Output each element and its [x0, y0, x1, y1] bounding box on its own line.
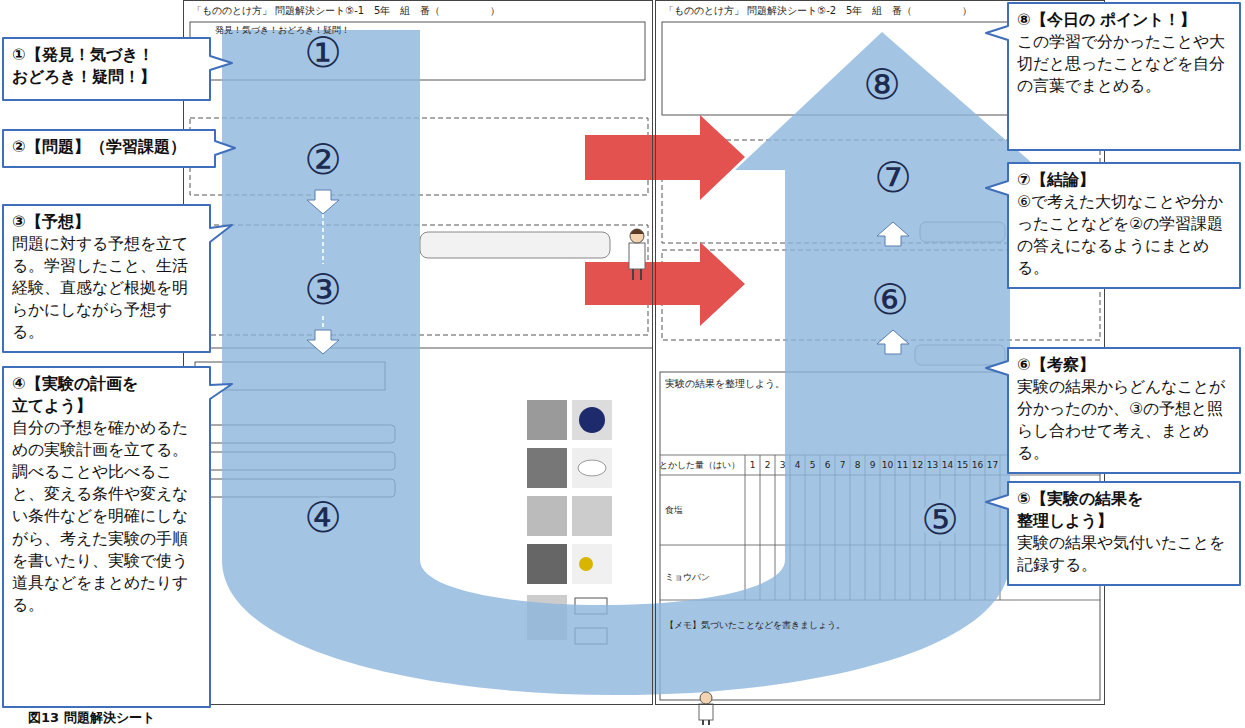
table-number: 6 — [825, 460, 831, 471]
callout-heading: ⑧【今日の ポイント！】 — [1017, 9, 1232, 31]
figure-body — [699, 704, 713, 720]
flow-dash — [322, 214, 324, 264]
figure-leg — [702, 720, 704, 725]
sheet-label: 【メモ】気づいたことなどを書きましょう。 — [665, 620, 845, 631]
photo-detail — [578, 460, 606, 476]
teacher-figure — [699, 692, 713, 725]
table-rule — [745, 455, 746, 600]
flow-dash — [322, 316, 324, 330]
callout-shape — [3, 130, 235, 167]
step-number: ④ — [304, 497, 342, 539]
callout-box: ⑤【実験の結果を 整理しよう】実験の結果や気付いたことを記録する。 — [1008, 482, 1240, 585]
callout-shape — [986, 163, 1240, 288]
table-number: 15 — [957, 460, 968, 471]
callout-heading: ⑥【考察】 — [1017, 354, 1232, 376]
down-arrow — [307, 190, 339, 214]
teacher-figure — [629, 229, 645, 280]
photo — [527, 544, 567, 584]
photo — [527, 496, 567, 536]
step-number: ⑧ — [863, 64, 901, 106]
step-number: ⑦ — [874, 157, 912, 199]
step-number: ② — [304, 139, 342, 181]
step-number: ① — [304, 32, 342, 74]
callout-box: ⑧【今日の ポイント！】この学習で分かったことや大切だと思ったことなどを自分の言… — [1008, 3, 1240, 150]
table-number: 17 — [987, 460, 998, 471]
photo — [572, 544, 612, 584]
callout-box: ⑦【結論】⑥で考えた大切なことや分かったことなどを②の学習課題の答えになるように… — [1008, 163, 1240, 288]
callout-body: 自分の予想を確かめるための実験計画を立てる。調べることや比べること、変える条件や… — [12, 417, 202, 616]
callout-heading: ③【予想】 — [12, 211, 202, 233]
callout-body: 問題に対する予想を立てる。学習したこと、生活経験、直感など根拠を明らかにしながら… — [12, 233, 202, 343]
figure-hair — [630, 229, 644, 234]
table-number: 16 — [972, 460, 983, 471]
table-number: 7 — [840, 460, 846, 471]
photo-detail — [579, 557, 593, 571]
sheet-label: ミョウバン — [665, 572, 710, 583]
photo-detail — [579, 407, 605, 433]
photo — [527, 400, 567, 440]
callout-body: この学習で分かったことや大切だと思ったことなどを自分の言葉でまとめる。 — [1017, 31, 1232, 97]
table-rule — [760, 455, 761, 600]
table-number: 9 — [870, 460, 876, 471]
callout-shape — [3, 38, 232, 100]
callout-shape — [986, 482, 1240, 585]
callout-heading: ④【実験の計画を 立てよう】 — [12, 373, 202, 417]
callout-box: ②【問題】（学習課題） — [3, 130, 215, 167]
table-number: 12 — [912, 460, 923, 471]
down-arrow — [307, 330, 339, 354]
figure-caption: 図13 問題解決シート — [28, 709, 155, 727]
step-number: ③ — [304, 269, 342, 311]
table-number: 2 — [765, 460, 771, 471]
up-arrow — [877, 222, 909, 246]
table-number: 13 — [927, 460, 938, 471]
figure-leg — [632, 269, 634, 280]
sheet-header: 「もののとけ方」 問題解決シート⑤-1 5年 組 番（ ） — [184, 1, 652, 21]
red-arrow — [585, 115, 745, 200]
figure-head — [700, 692, 712, 704]
figure-leg — [640, 269, 642, 280]
red-arrow — [585, 242, 745, 326]
figure-leg — [708, 720, 710, 725]
table-number: 1 — [750, 460, 756, 471]
callout-body: 実験の結果からどんなことが分かったのか、③の予想と照らし合わせて考え、まとめる。 — [1017, 376, 1232, 464]
callout-body: ⑥で考えた大切なことや分かったことなどを②の学習課題の答えになるようにまとめる。 — [1017, 191, 1232, 279]
callout-shape — [3, 367, 232, 707]
sheet-label: 発見！気づき！おどろき！疑問！ — [215, 25, 350, 36]
table-number: 3 — [780, 460, 786, 471]
callout-box: ③【予想】問題に対する予想を立てる。学習したこと、生活経験、直感など根拠を明らか… — [3, 205, 210, 352]
sheet-label: とかした量（はい） — [659, 460, 740, 470]
callout-box: ⑥【考察】実験の結果からどんなことが分かったのか、③の予想と照らし合わせて考え、… — [1008, 348, 1240, 473]
callout-shape — [986, 3, 1240, 150]
table-number: 5 — [810, 460, 816, 471]
figure-body — [629, 243, 645, 269]
u-arrow — [222, 30, 1040, 695]
table-number: 14 — [942, 460, 953, 471]
step-number: ⑤ — [921, 499, 959, 541]
table-number: 11 — [897, 460, 908, 471]
photo — [572, 400, 612, 440]
callout-box: ①【発見！気づき！ おどろき！疑問！】 — [3, 38, 210, 100]
sheet-label: 食塩 — [665, 505, 683, 516]
photo — [572, 448, 612, 488]
photo — [527, 448, 567, 488]
callout-heading: ①【発見！気づき！ おどろき！疑問！】 — [12, 44, 202, 88]
callout-heading: ②【問題】（学習課題） — [12, 136, 207, 158]
table-number: 10 — [882, 460, 893, 471]
callout-shape — [3, 205, 232, 352]
worksheet: 「もののとけ方」 問題解決シート⑤-1 5年 組 番（ ） — [183, 0, 653, 705]
step-number: ⑥ — [871, 279, 909, 321]
figure-head — [630, 229, 644, 243]
callout-box: ④【実験の計画を 立てよう】自分の予想を確かめるための実験計画を立てる。調べるこ… — [3, 367, 210, 707]
callout-body: 実験の結果や気付いたことを記録する。 — [1017, 532, 1232, 576]
sheet-label: 実験の結果を整理しよう。 — [665, 378, 785, 390]
table-number: 4 — [795, 460, 801, 471]
table-number: 8 — [855, 460, 861, 471]
callout-shape — [986, 348, 1240, 473]
speech-bubble — [420, 232, 610, 258]
photo — [572, 496, 612, 536]
callout-heading: ⑤【実験の結果を 整理しよう】 — [1017, 488, 1232, 532]
up-arrow — [877, 330, 909, 354]
callout-heading: ⑦【結論】 — [1017, 169, 1232, 191]
